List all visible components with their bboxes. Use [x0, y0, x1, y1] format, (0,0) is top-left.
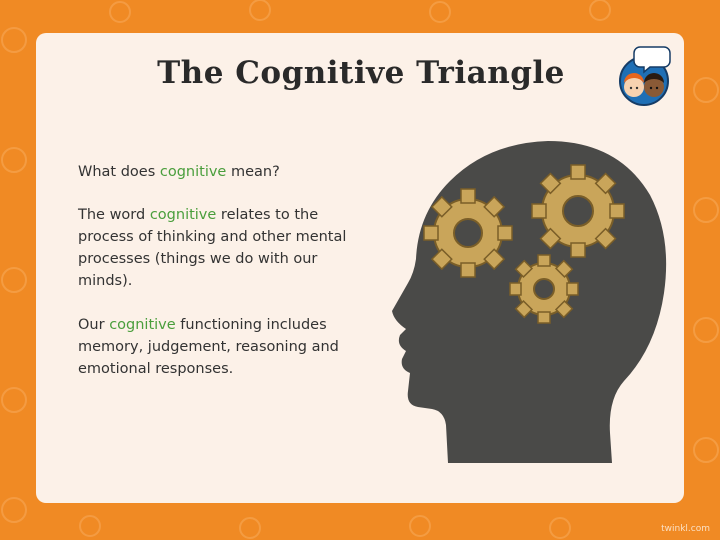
question-highlight: cognitive	[159, 164, 227, 180]
gear-top-right	[531, 164, 625, 258]
functioning-highlight: cognitive	[109, 317, 176, 333]
head-with-gears-illustration	[392, 141, 667, 463]
slide-title: The Cognitive Triangle	[157, 55, 565, 91]
definition-after: relates to the process of thinking and o…	[78, 207, 347, 289]
question-before: What does	[78, 164, 160, 180]
functioning-text: Our cognitive functioning includes memor…	[78, 314, 368, 380]
definition-highlight: cognitive	[149, 207, 217, 223]
children-chat-icon	[619, 46, 671, 106]
slide-card: The Cognitive Triangle What does cogniti…	[36, 33, 684, 503]
functioning-before: Our	[78, 317, 110, 333]
definition-text: The word cognitive relates to the proces…	[78, 204, 350, 292]
gear-large	[423, 188, 513, 278]
question-text: What does cognitive mean?	[78, 161, 378, 183]
gear-small	[509, 254, 579, 324]
functioning-after: functioning includes memory, judgement, …	[78, 317, 339, 377]
definition-before: The word	[78, 207, 150, 223]
question-after: mean?	[226, 164, 280, 180]
footer-logo: twinkl.com	[661, 524, 710, 534]
